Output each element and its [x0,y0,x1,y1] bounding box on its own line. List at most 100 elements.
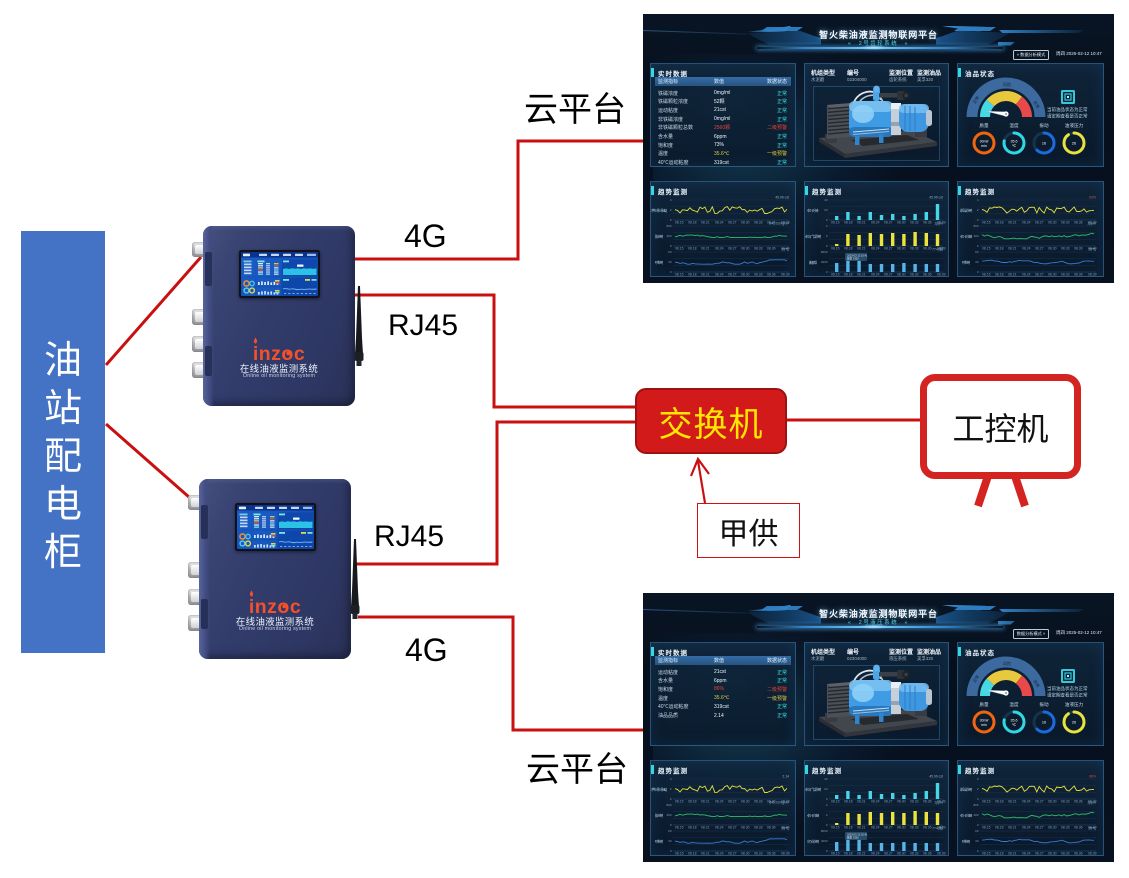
svg-text:08.30: 08.30 [741,800,750,804]
svg-text:08.27: 08.27 [728,247,737,251]
svg-text:08.36: 08.36 [923,826,932,830]
svg-text:16: 16 [1042,142,1046,146]
svg-text:08.33: 08.33 [910,247,919,251]
svg-text:08.39: 08.39 [937,247,946,251]
svg-text:08.18: 08.18 [844,221,853,225]
svg-text:4: 4 [977,198,979,202]
svg-text:60: 60 [975,250,979,254]
svg-text:4: 4 [977,777,979,781]
svg-text:30: 30 [975,839,979,843]
svg-text:08.36: 08.36 [767,852,776,855]
svg-text:08.24: 08.24 [871,273,880,276]
svg-text:密度: 密度 [654,234,664,239]
svg-text:08.39: 08.39 [781,800,790,804]
svg-text:08.30: 08.30 [897,247,906,251]
svg-text:08.27: 08.27 [884,852,893,855]
svg-text:振动: 振动 [1039,701,1049,708]
svg-text:08.36: 08.36 [767,221,776,225]
svg-text:4: 4 [826,803,828,807]
svg-text:08.30: 08.30 [897,826,906,830]
svg-text:08.33: 08.33 [910,221,919,225]
svg-text:请定期查看是否正常: 请定期查看是否正常 [1047,113,1088,120]
svg-text:08.27: 08.27 [1035,800,1044,804]
svg-text:08.27: 08.27 [728,221,737,225]
svg-text:2: 2 [670,787,672,791]
svg-text:40: 40 [824,777,828,781]
svg-text:08.39: 08.39 [1088,826,1097,830]
svg-text:08.21: 08.21 [701,247,710,251]
svg-text:08.18: 08.18 [995,826,1004,830]
svg-text:污染度: 污染度 [806,839,820,844]
svg-text:08.27: 08.27 [1035,273,1044,276]
svg-text:08.27: 08.27 [884,247,893,251]
svg-text:油液压力: 油液压力 [1065,701,1084,708]
svg-text:2ppm: 2ppm [935,222,944,226]
svg-text:08.18: 08.18 [688,800,697,804]
svg-text:风险: 风险 [1003,81,1011,87]
svg-text:08.21: 08.21 [857,273,866,276]
svg-text:08.39: 08.39 [937,221,946,225]
svg-text:08.30: 08.30 [897,852,906,855]
svg-text:08.18: 08.18 [844,273,853,276]
svg-text:质量: 质量 [979,122,989,129]
svg-text:08.30: 08.30 [1048,800,1057,804]
svg-text:08.24: 08.24 [715,221,724,225]
svg-text:08.33: 08.33 [1061,800,1070,804]
svg-text:08.15: 08.15 [982,273,991,276]
svg-text:08.15: 08.15 [675,273,684,276]
svg-text:2.14: 2.14 [782,775,789,779]
svg-text:08.33: 08.33 [754,852,763,855]
svg-text:08.21: 08.21 [857,221,866,225]
svg-text:08.21: 08.21 [701,273,710,276]
svg-text:08.36: 08.36 [1074,273,1083,276]
svg-text:0: 0 [826,244,828,248]
svg-text:08.21: 08.21 [701,826,710,830]
svg-text:2: 2 [826,234,828,238]
svg-text:08.33: 08.33 [754,247,763,251]
svg-text:08.21: 08.21 [701,221,710,225]
svg-text:08.24: 08.24 [1022,247,1031,251]
svg-text:30: 30 [668,260,672,264]
svg-text:08.21: 08.21 [1008,826,1017,830]
svg-text:08.36: 08.36 [767,800,776,804]
svg-text:磨损 3350: 磨损 3350 [847,257,859,261]
svg-text:45.99 cst: 45.99 cst [775,196,789,200]
svg-text:4000: 4000 [821,839,828,843]
svg-text:2ppm: 2ppm [935,801,944,805]
svg-text:0: 0 [977,849,979,853]
svg-text:min: min [981,723,987,727]
svg-text:08.36: 08.36 [1074,247,1083,251]
svg-text:08.24: 08.24 [1022,221,1031,225]
svg-text:60: 60 [668,829,672,833]
svg-text:4: 4 [826,224,828,228]
svg-text:08.33: 08.33 [754,221,763,225]
svg-text:08.21: 08.21 [1008,273,1017,276]
svg-text:08.36: 08.36 [1074,826,1083,830]
svg-text:08.27: 08.27 [884,221,893,225]
svg-text:7743颗: 7743颗 [932,247,944,252]
svg-text:26: 26 [1072,142,1076,146]
svg-text:400: 400 [666,813,671,817]
svg-text:质量: 质量 [979,701,989,708]
svg-text:请定期查看是否正常: 请定期查看是否正常 [1047,692,1088,699]
svg-text:0: 0 [670,218,672,222]
svg-text:08.33: 08.33 [1061,852,1070,855]
svg-text:841.03 kg/m²: 841.03 kg/m² [769,801,790,805]
svg-text:08.18: 08.18 [688,247,697,251]
svg-text:当前油品状态为正常: 当前油品状态为正常 [1047,685,1088,692]
svg-text:08.24: 08.24 [715,273,724,276]
svg-text:温度: 温度 [961,260,971,265]
svg-text:08.39: 08.39 [781,826,790,830]
svg-text:油品品质: 油品品质 [651,208,668,213]
svg-text:08.30: 08.30 [741,221,750,225]
svg-text:35℃: 35℃ [1088,827,1096,831]
svg-text:08.36: 08.36 [923,247,932,251]
svg-text:08.33: 08.33 [910,852,919,855]
svg-text:08.21: 08.21 [701,852,710,855]
svg-text:08.27: 08.27 [1035,247,1044,251]
svg-text:含水量: 含水量 [959,234,973,239]
svg-text:08.24: 08.24 [871,800,880,804]
svg-text:min: min [981,144,987,148]
svg-text:2: 2 [977,787,979,791]
svg-text:℃: ℃ [1012,723,1017,727]
